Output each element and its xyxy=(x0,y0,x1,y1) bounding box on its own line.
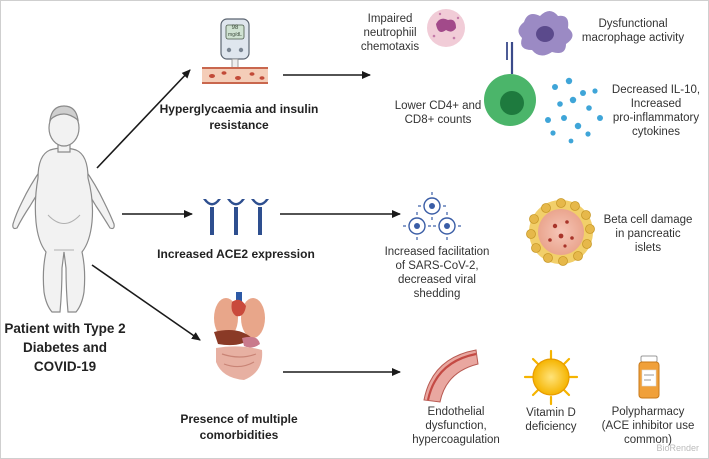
macrophage-label: Dysfunctional macrophage activity xyxy=(581,18,685,44)
beta-cell-label: Beta cell damage in pancreatic islets xyxy=(603,214,693,254)
t-cell-icon xyxy=(484,42,536,126)
hyperglycaemia-label: Hyperglycaemia and insulin resistance xyxy=(159,102,319,132)
watermark: BioRender xyxy=(656,443,699,453)
person-icon xyxy=(12,105,115,313)
neutrophil-label: Impaired neutrophiil chemotaxis xyxy=(360,13,420,53)
patient-label: Patient with Type 2 Diabetes and COVID-1… xyxy=(4,321,126,374)
cytokine-dots-icon xyxy=(545,77,603,144)
arrow-to-comorbidities xyxy=(91,264,201,341)
organs-icon xyxy=(214,292,265,380)
arrow-to-hyperglycaemia xyxy=(96,69,191,169)
pancreatic-islet-icon xyxy=(526,198,595,266)
endothelial-label: Endothelial dysfunction, hypercoagulatio… xyxy=(412,406,500,446)
cd-counts-label: Lower CD4+ and CD8+ counts xyxy=(394,100,482,126)
meter-unit: mg/dL xyxy=(228,32,242,38)
macrophage-icon xyxy=(518,11,573,56)
polypharmacy-label: Polypharmacy (ACE inhibitor use common) xyxy=(601,406,695,446)
ace2-receptor-icon xyxy=(203,199,269,235)
neutrophil-icon xyxy=(427,9,465,47)
pill-bottle-icon xyxy=(638,355,660,399)
sun-icon xyxy=(523,349,579,406)
cytokines-label: Decreased IL-10, Increased pro-inflammat… xyxy=(611,84,701,138)
virus-icon xyxy=(403,192,461,240)
artery-icon xyxy=(423,349,479,403)
comorbidities-label: Presence of multiple comorbidities xyxy=(180,412,298,442)
vitamin-d-label: Vitamin D deficiency xyxy=(525,407,577,433)
meter-value: 98 xyxy=(231,25,239,31)
sars-label: Increased facilitation of SARS-CoV-2, de… xyxy=(384,246,490,300)
meter-display: 98 mg/dL xyxy=(226,25,244,39)
glucose-meter-icon xyxy=(220,18,250,72)
ace2-label: Increased ACE2 expression xyxy=(157,247,315,261)
blood-vessel-icon xyxy=(202,67,268,84)
arrows xyxy=(91,69,401,376)
